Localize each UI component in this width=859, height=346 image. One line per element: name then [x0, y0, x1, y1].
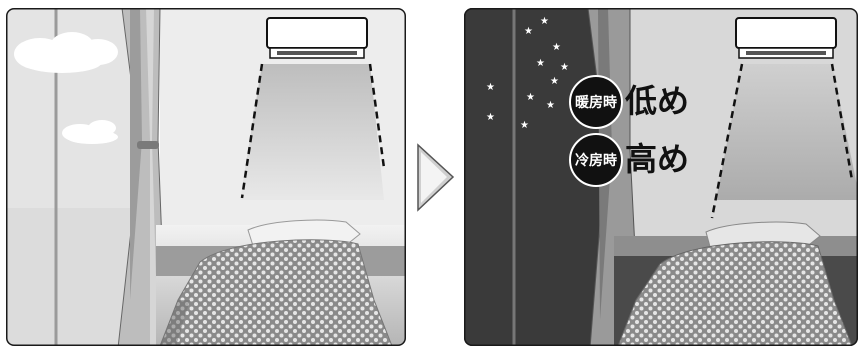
- night-air-conditioner-icon: [735, 17, 837, 59]
- star-icon: ★: [486, 112, 495, 123]
- day-air-flow: [240, 63, 386, 200]
- star-icon: ★: [560, 62, 569, 73]
- heating-label-group: 暖房時 低め: [569, 75, 689, 129]
- heating-badge: [569, 75, 623, 129]
- stars: ★ ★ ★ ★ ★ ★ ★ ★ ★ ★ ★: [486, 16, 569, 131]
- cloud-icon: [14, 32, 118, 73]
- heating-level-text: 低め: [625, 82, 689, 120]
- star-icon: ★: [540, 16, 549, 27]
- cloud-icon: [62, 120, 118, 144]
- star-icon: ★: [546, 100, 555, 111]
- star-icon: ★: [526, 92, 535, 103]
- night-bed: [617, 221, 853, 346]
- star-icon: ★: [536, 58, 545, 69]
- cooling-badge-text: 冷房時: [575, 152, 617, 169]
- night-panel: ★ ★ ★ ★ ★ ★ ★ ★ ★ ★ ★: [464, 8, 858, 346]
- day-bed: [159, 219, 393, 346]
- star-icon: ★: [550, 76, 559, 87]
- day-air-conditioner-icon: [266, 17, 368, 59]
- night-air-flow: [710, 63, 858, 219]
- cooling-badge: [569, 133, 623, 187]
- play-triangle-icon: [417, 143, 455, 212]
- day-curtain: [117, 8, 167, 346]
- cooling-level-text: 高め: [625, 140, 689, 178]
- star-icon: ★: [552, 42, 561, 53]
- heating-badge-text: 暖房時: [575, 94, 617, 111]
- day-panel: [6, 8, 406, 346]
- star-icon: ★: [524, 26, 533, 37]
- star-icon: ★: [520, 120, 529, 131]
- cooling-label-group: 冷房時 高め: [569, 133, 689, 187]
- star-icon: ★: [486, 82, 495, 93]
